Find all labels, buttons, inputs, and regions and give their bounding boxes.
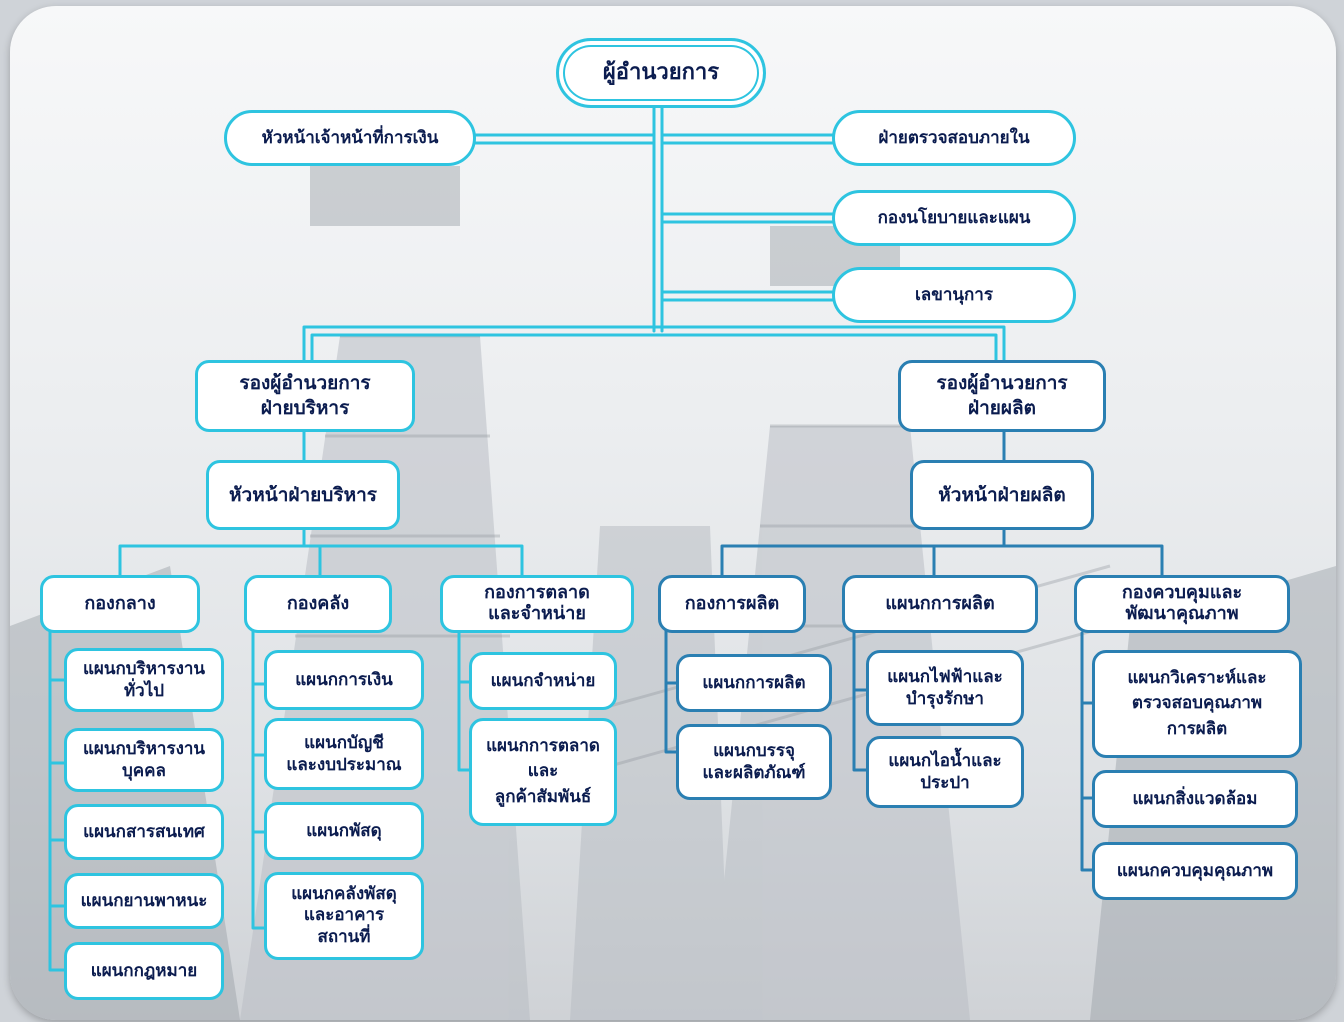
unit-electrical-maintenance: แผนกไฟฟ้าและ บำรุงรักษา — [866, 650, 1024, 726]
secretary-node: เลขานุการ — [832, 267, 1076, 323]
head-production-node: หัวหน้าฝ่ายผลิต — [910, 460, 1094, 530]
unit-it: แผนกสารสนเทศ — [64, 804, 224, 860]
division-marketing: กองการตลาด และจำหน่าย — [440, 575, 634, 633]
unit-warehouse-facilities: แผนกคลังพัสดุ และอาคาร สถานที่ — [264, 872, 424, 960]
unit-vehicles: แผนกยานพาหนะ — [64, 873, 224, 929]
finance-head-node: หัวหน้าเจ้าหน้าที่การเงิน — [224, 110, 476, 166]
unit-distribution: แผนกจำหน่าย — [469, 652, 617, 710]
unit-marketing-crm: แผนกการตลาด และ ลูกค้าสัมพันธ์ — [469, 718, 617, 826]
unit-legal: แผนกกฎหมาย — [64, 942, 224, 1000]
unit-production: แผนกการผลิต — [676, 654, 832, 712]
division-central: กองกลาง — [40, 575, 200, 633]
unit-accounting: แผนกบัญชี และงบประมาณ — [264, 718, 424, 790]
unit-personnel: แผนกบริหารงาน บุคคล — [64, 728, 224, 792]
unit-finance: แผนกการเงิน — [264, 650, 424, 710]
division-production-plan: แผนกการผลิต — [842, 575, 1038, 633]
head-admin-node: หัวหน้าฝ่ายบริหาร — [206, 460, 400, 530]
director-node: ผู้อำนวยการ — [556, 38, 766, 108]
unit-steam-water: แผนกไอน้ำและ ประปา — [866, 736, 1024, 808]
division-treasury: กองคลัง — [244, 575, 392, 633]
unit-general-admin: แผนกบริหารงาน ทั่วไป — [64, 648, 224, 712]
unit-supplies: แผนกพัสดุ — [264, 802, 424, 860]
internal-audit-node: ฝ่ายตรวจสอบภายใน — [832, 110, 1076, 166]
policy-plan-node: กองนโยบายและแผน — [832, 190, 1076, 246]
unit-packaging: แผนกบรรจุ และผลิตภัณฑ์ — [676, 724, 832, 800]
deputy-admin-node: รองผู้อำนวยการ ฝ่ายบริหาร — [195, 360, 415, 432]
division-quality: กองควบคุมและ พัฒนาคุณภาพ — [1074, 575, 1290, 633]
unit-quality-control: แผนกควบคุมคุณภาพ — [1092, 842, 1298, 900]
unit-quality-analysis: แผนกวิเคราะห์และ ตรวจสอบคุณภาพ การผลิต — [1092, 650, 1302, 758]
deputy-production-node: รองผู้อำนวยการ ฝ่ายผลิต — [898, 360, 1106, 432]
unit-environment: แผนกสิ่งแวดล้อม — [1092, 770, 1298, 828]
division-production: กองการผลิต — [658, 575, 806, 633]
